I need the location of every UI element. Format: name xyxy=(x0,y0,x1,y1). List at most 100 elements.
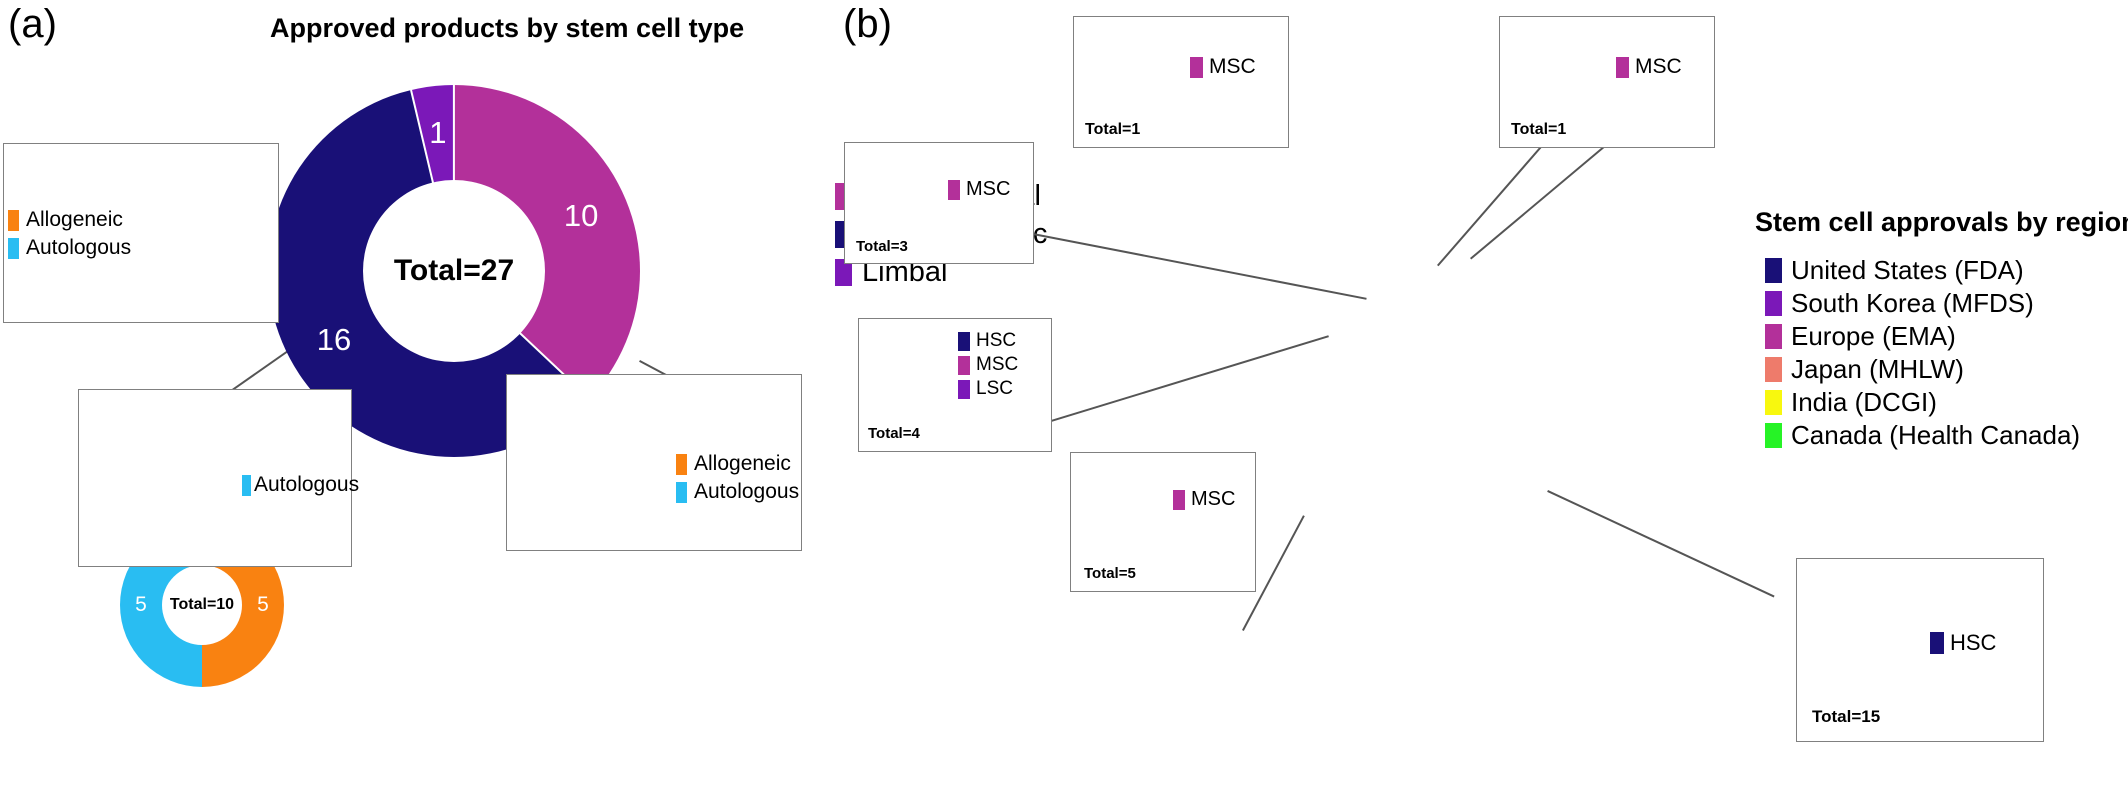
legend-item[interactable]: MSC xyxy=(1173,488,1235,511)
inset-legend-japan: MSC xyxy=(948,178,1010,203)
inset-total-india: Total=1 xyxy=(1085,121,1141,138)
legend-label: MSC xyxy=(1209,55,1256,78)
slice-separator xyxy=(452,85,456,271)
legend-label: Japan (MHLW) xyxy=(1791,354,1964,384)
inset-legend-south-korea: MSC xyxy=(1173,488,1235,513)
donut-center-label: Total=27 xyxy=(393,254,515,287)
legend-swatch xyxy=(676,453,687,475)
panel-a-label: (a) xyxy=(8,2,57,46)
legend-swatch xyxy=(948,179,960,200)
legend-label: Canada (Health Canada) xyxy=(1791,420,2081,450)
inset-box-limbal xyxy=(78,389,352,567)
legend-item[interactable]: MSC xyxy=(958,354,1018,376)
slice-value-label: 16 xyxy=(316,322,352,358)
legend-item[interactable]: South Korea (MFDS) xyxy=(1765,288,2080,319)
donut-center: Total=27 xyxy=(363,180,545,362)
legend-swatch xyxy=(1765,423,1782,448)
legend-swatch xyxy=(676,481,687,503)
inset-legend-india: MSC xyxy=(1190,55,1256,81)
slice-value-label: 5 xyxy=(135,593,147,616)
legend-label: MSC xyxy=(976,354,1019,375)
inset-legend-limbal: Autologous xyxy=(242,473,359,501)
legend-label: HSC xyxy=(976,330,1017,351)
legend-item[interactable]: Japan (MHLW) xyxy=(1765,354,2080,385)
legend-label: MSC xyxy=(1191,488,1236,510)
legend-item[interactable]: Canada (Health Canada) xyxy=(1765,420,2080,451)
legend-item[interactable]: Autologous xyxy=(676,480,799,504)
legend-item[interactable]: Europe (EMA) xyxy=(1765,321,2080,352)
legend-label: India (DCGI) xyxy=(1791,387,1937,417)
legend-swatch xyxy=(1765,258,1782,283)
legend-swatch xyxy=(1616,56,1629,78)
legend-item[interactable]: Allogeneic xyxy=(8,208,131,232)
legend-label: MSC xyxy=(1635,55,1682,78)
legend-item[interactable]: Autologous xyxy=(8,236,131,260)
legend-label: HSC xyxy=(1950,630,1997,655)
legend-swatch xyxy=(835,259,852,286)
legend-swatch xyxy=(1190,56,1203,78)
legend-swatch xyxy=(958,355,970,375)
inset-box-canada xyxy=(1499,16,1715,148)
legend-label: Autologous xyxy=(254,473,360,496)
slice-value-label: 1 xyxy=(429,115,447,151)
leader-line-b-europe xyxy=(1051,335,1329,422)
inset-box-united-states xyxy=(1796,558,2044,742)
panel-b-legend: United States (FDA)South Korea (MFDS)Eur… xyxy=(1765,255,2080,453)
legend-item[interactable]: India (DCGI) xyxy=(1765,387,2080,418)
legend-label: Autologous xyxy=(694,480,800,503)
slice-value-label: 5 xyxy=(257,593,269,616)
legend-label: United States (FDA) xyxy=(1791,255,2024,285)
legend-item[interactable]: LSC xyxy=(958,378,1018,400)
legend-swatch xyxy=(958,331,970,351)
inset-box-europe xyxy=(858,318,1052,452)
leader-line-b-india xyxy=(1437,136,1550,266)
legend-swatch xyxy=(8,209,19,231)
legend-swatch xyxy=(242,474,251,496)
inset-total-south-korea: Total=5 xyxy=(1084,565,1136,582)
legend-item[interactable]: MSC xyxy=(948,178,1010,201)
panel-b-title: Stem cell approvals by region xyxy=(1755,207,2128,237)
legend-item[interactable]: MSC xyxy=(1190,55,1256,79)
inset-box-mesenchymal xyxy=(3,143,279,323)
legend-label: Allogeneic xyxy=(694,452,791,475)
panel-b-label: (b) xyxy=(843,2,892,46)
legend-item[interactable]: MSC xyxy=(1616,55,1682,79)
donut-center-label: Total=10 xyxy=(169,596,235,613)
inset-box-south-korea xyxy=(1070,452,1256,592)
legend-swatch xyxy=(1173,489,1185,510)
legend-item[interactable]: Autologous xyxy=(242,473,359,497)
legend-swatch xyxy=(958,379,970,399)
panel-a-title: Approved products by stem cell type xyxy=(270,13,745,43)
legend-item[interactable]: United States (FDA) xyxy=(1765,255,2080,286)
legend-label: Autologous xyxy=(26,236,132,259)
legend-item[interactable]: HSC xyxy=(958,330,1018,352)
legend-label: MSC xyxy=(966,178,1011,200)
inset-legend-canada: MSC xyxy=(1616,55,1682,81)
legend-label: Europe (EMA) xyxy=(1791,321,1956,351)
legend-item[interactable]: Allogeneic xyxy=(676,452,799,476)
inset-total-europe: Total=4 xyxy=(868,425,920,442)
legend-swatch xyxy=(1765,357,1782,382)
inset-box-india xyxy=(1073,16,1289,148)
legend-swatch xyxy=(1765,324,1782,349)
leader-line-b-usa xyxy=(1547,490,1775,598)
legend-swatch xyxy=(8,237,19,259)
inset-legend-europe: HSC MSC LSC xyxy=(958,330,1018,402)
legend-swatch xyxy=(1765,390,1782,415)
slice-value-label: 10 xyxy=(563,198,599,234)
inset-box-japan xyxy=(844,142,1034,264)
inset-box-hematopoietic xyxy=(506,374,802,551)
legend-swatch xyxy=(1765,291,1782,316)
legend-swatch xyxy=(1930,632,1944,654)
inset-total-united-states: Total=15 xyxy=(1812,707,1881,726)
inset-legend-united-states: HSC xyxy=(1930,630,1996,658)
legend-label: Allogeneic xyxy=(26,208,123,231)
legend-label: South Korea (MFDS) xyxy=(1791,288,2034,318)
inset-total-canada: Total=1 xyxy=(1511,121,1567,138)
leader-line-b-japan xyxy=(1027,232,1367,300)
legend-label: LSC xyxy=(976,378,1013,399)
legend-item[interactable]: HSC xyxy=(1930,630,1996,656)
